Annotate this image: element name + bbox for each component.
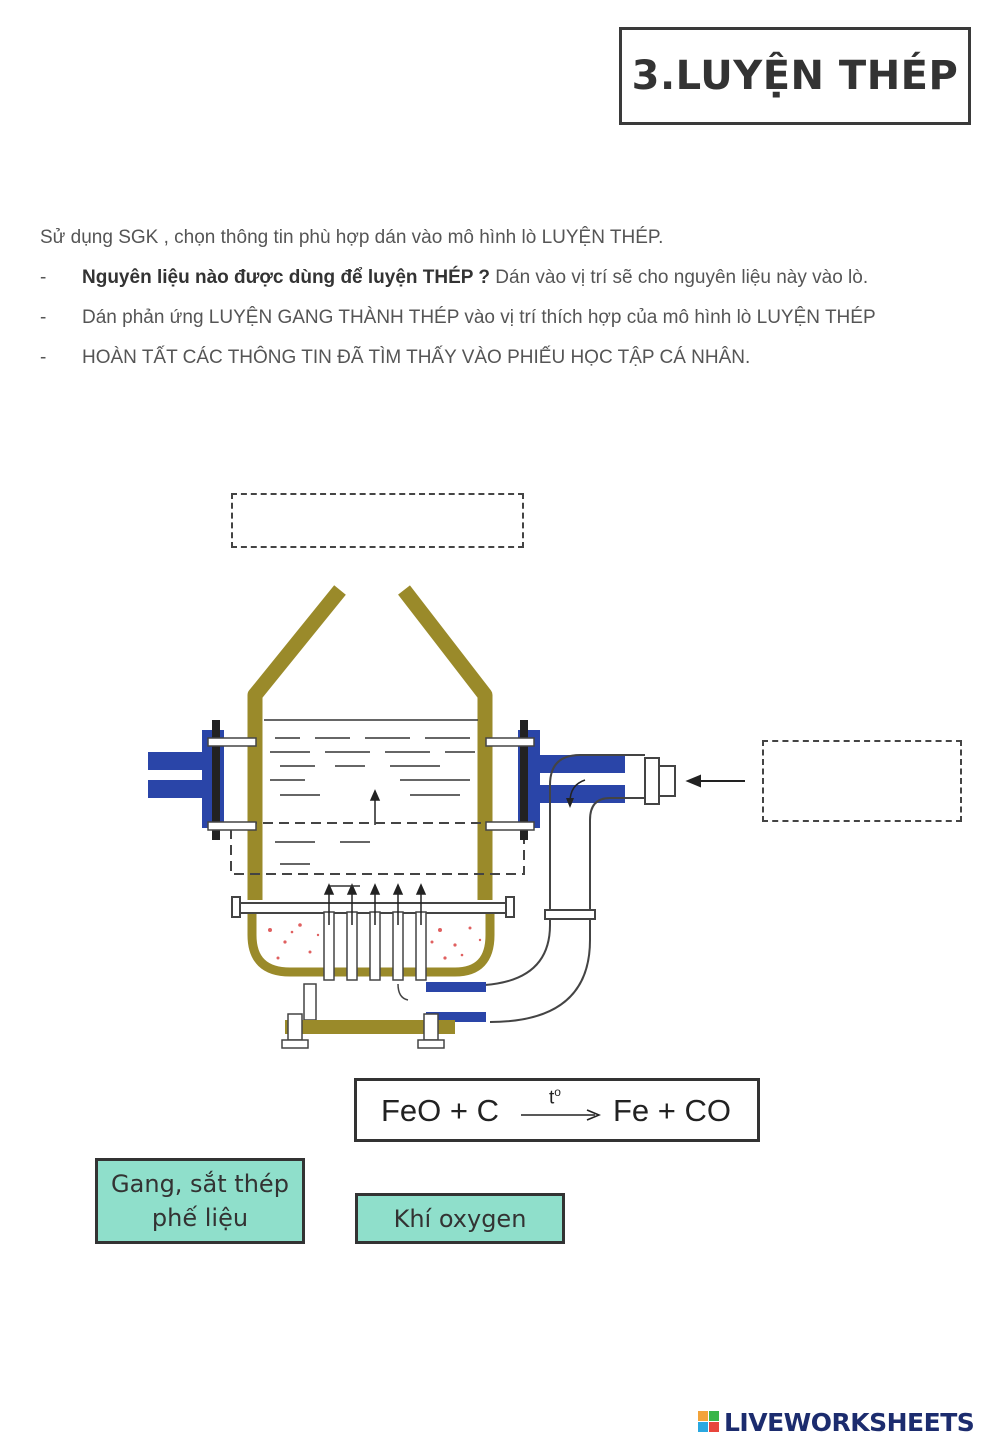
answer-card-scrap-iron[interactable]: Gang, sắt thép phế liệu [95,1158,305,1244]
instructions: Sử dụng SGK , chọn thông tin phù hợp dán… [40,218,970,378]
page-title: 3.LUYỆN THÉP [619,27,971,125]
drop-zone-furnace-inside[interactable] [230,822,525,875]
answer-card-oxygen[interactable]: Khí oxygen [355,1193,565,1244]
molten-metal [268,923,482,960]
oxygen-pipe [484,754,645,1023]
trunnion-right [485,720,625,840]
inlet-arrow [685,774,745,788]
instruction-text: Dán vào vị trí sẽ cho nguyên liệu này và… [490,267,869,288]
reaction-equation[interactable]: FeO + C to Fe + CO [354,1078,760,1142]
gas-flow-arrows [323,789,427,925]
instruction-text: HOÀN TẤT CÁC THÔNG TIN ĐÃ TÌM THẤY VÀO P… [82,347,751,368]
bullet-dash: - [40,307,47,328]
reaction-arrow-icon [521,1109,601,1121]
card-label: Khí oxygen [393,1204,527,1233]
card-label: Gang, sắt thép [111,1170,289,1198]
liveworksheets-logo[interactable]: LIVEWORKSHEETS [698,1407,975,1437]
equation-products: Fe + CO [613,1093,732,1128]
drop-zone-side-inlet[interactable] [762,740,962,822]
instruction-item: - Dán phản ứng LUYỆN GANG THÀNH THÉP vào … [40,298,970,338]
furnace-support [281,983,455,1049]
inlet-flange [644,757,676,805]
bullet-dash: - [40,347,47,368]
drop-zone-top-input[interactable] [231,493,524,548]
equation-condition: to [549,1085,561,1109]
instruction-item: - HOÀN TẤT CÁC THÔNG TIN ĐÃ TÌM THẤY VÀO … [40,338,970,378]
logo-text: LIVEWORKSHEETS [724,1407,975,1437]
instruction-text: Dán phản ứng LUYỆN GANG THÀNH THÉP vào v… [82,307,876,328]
furnace-body [247,585,493,900]
instruction-item: - Nguyên liệu nào được dùng để luyện THÉP… [40,258,970,298]
instruction-question: Nguyên liệu nào được dùng để luyện THÉP … [82,267,491,288]
trunnion-left [148,720,257,840]
equation-reactants: FeO + C [381,1093,500,1128]
liquid-surface [264,719,478,887]
card-label: phế liệu [151,1204,249,1232]
steel-furnace-diagram [148,585,745,1049]
pipe-coupling [544,909,596,920]
bullet-dash: - [40,267,47,288]
liveworksheets-mark-icon [698,1411,720,1433]
instruction-intro: Sử dụng SGK , chọn thông tin phù hợp dán… [40,227,664,248]
